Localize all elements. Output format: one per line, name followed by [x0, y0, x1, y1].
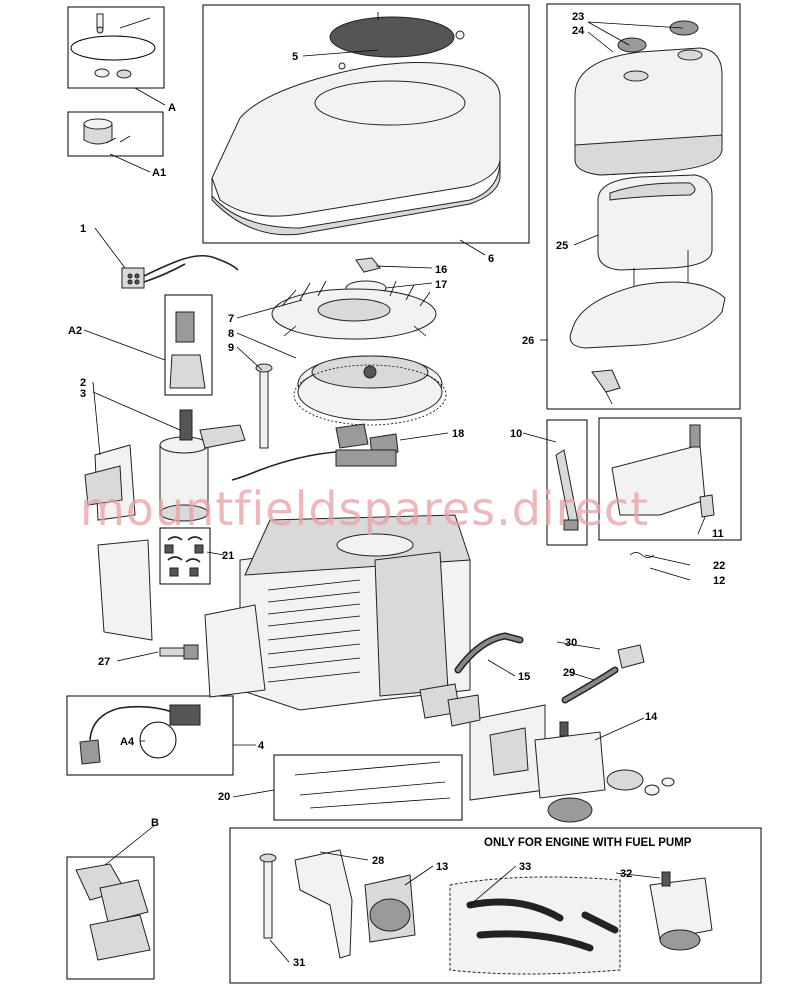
ignition-coil: [231, 423, 399, 481]
blower-shroud: [211, 12, 501, 236]
callout-b: B: [151, 817, 159, 829]
callout-a1: A1: [152, 167, 166, 179]
air-filter-assembly: [569, 20, 726, 405]
governor-linkage: [611, 424, 715, 558]
callout-23: 23: [572, 11, 584, 23]
a4-box: [66, 695, 234, 776]
callout-29: 29: [563, 667, 575, 679]
callout-32: 32: [620, 868, 632, 880]
kit-21-box: [159, 527, 211, 585]
fuel-pump-panel-title: ONLY FOR ENGINE WITH FUEL PUMP: [484, 837, 692, 849]
callout-33: 33: [519, 861, 531, 873]
callout-labels: A A1 5 6 23 24 25 26 1 16 17 7 8 9 A2 18…: [68, 11, 725, 969]
callout-26: 26: [522, 335, 534, 347]
spark-plug: [159, 644, 199, 660]
throttle-lever: [555, 449, 579, 531]
ignition-lead: [79, 704, 201, 765]
kit-a1-parts: [83, 118, 131, 145]
callout-9: 9: [228, 342, 234, 354]
callout-24: 24: [572, 25, 585, 37]
linkage-rods: [294, 761, 451, 809]
callout-4: 4: [258, 740, 265, 752]
fuel-pump-box: [229, 827, 762, 984]
callout-18: 18: [452, 428, 464, 440]
callout-10: 10: [510, 428, 522, 440]
callout-a: A: [168, 102, 176, 114]
breather-and-fuel-hoses: [454, 632, 645, 704]
callout-27: 27: [98, 656, 110, 668]
callout-a2: A2: [68, 325, 82, 337]
callout-2: 2: [80, 377, 86, 389]
gasket-set: [75, 863, 151, 961]
callout-1: 1: [80, 223, 86, 235]
callout-21: 21: [222, 550, 234, 562]
callout-22: 22: [713, 560, 725, 572]
callout-17: 17: [435, 279, 447, 291]
kit-a-box: [67, 6, 165, 89]
callout-16: 16: [435, 264, 447, 276]
engine-block: [97, 514, 471, 711]
shroud-box: [202, 4, 530, 244]
callout-7: 7: [228, 313, 234, 325]
rods-box: [273, 754, 463, 821]
callout-20: 20: [218, 791, 230, 803]
callout-15: 15: [518, 671, 530, 683]
watermark: mountfieldspares.direct: [80, 482, 649, 536]
callout-13: 13: [436, 861, 448, 873]
fuel-pump-parts: [259, 849, 713, 975]
starter-motor: [84, 311, 246, 522]
callout-31: 31: [293, 957, 305, 969]
wiring-harness: [121, 254, 239, 289]
callout-25: 25: [556, 240, 568, 252]
a2-box: [164, 294, 213, 396]
kit-a1-box: [67, 111, 164, 157]
callout-3: 3: [80, 388, 86, 400]
flywheel-fan-assembly: [255, 257, 447, 449]
callout-28: 28: [372, 855, 384, 867]
governor-box: [598, 417, 742, 541]
brush-kit: [164, 536, 204, 577]
callout-12: 12: [713, 575, 725, 587]
kit-a-parts: [70, 13, 156, 79]
air-filter-box: [546, 3, 741, 410]
callout-8: 8: [228, 328, 234, 340]
callout-6: 6: [488, 253, 494, 265]
callout-11: 11: [712, 528, 724, 540]
leader-lines: [83, 21, 706, 963]
carburettor: [419, 683, 675, 823]
callout-14: 14: [645, 711, 658, 723]
callout-5: 5: [292, 51, 298, 63]
throttle-lever-box: [546, 419, 588, 546]
callout-30: 30: [565, 637, 577, 649]
callout-a4: A4: [120, 736, 135, 748]
gasket-b-box: [66, 856, 155, 980]
